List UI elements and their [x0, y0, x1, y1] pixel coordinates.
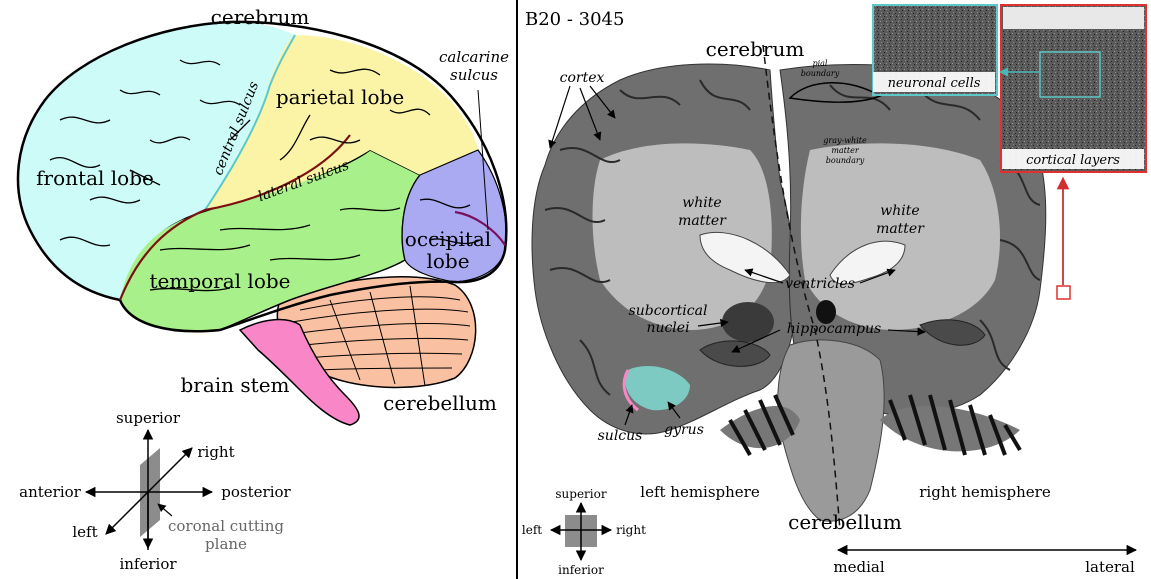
cortex-label: cortex: [560, 70, 605, 86]
left-brain-panel: cerebrum parietal lobe frontal lobe temp…: [18, 5, 509, 573]
left-white-matter-label-2: matter: [678, 213, 727, 229]
right-label: right: [197, 443, 234, 461]
lateral-label: lateral: [1085, 558, 1135, 576]
right-hemisphere-label: right hemisphere: [919, 483, 1051, 501]
right-orientation-glyph: [551, 503, 611, 560]
cortical-surface-band: [1003, 7, 1144, 29]
right-cerebellum-label: cerebellum: [788, 510, 902, 534]
calcarine-sulcus-label-1: calcarine: [439, 48, 509, 66]
coronal-plane-label-2: plane: [205, 535, 247, 553]
superior-label: superior: [116, 409, 181, 427]
hippocampus-label: hippocampus: [787, 321, 881, 337]
right-cerebrum-label: cerebrum: [706, 37, 805, 61]
left-cerebrum-label: cerebrum: [211, 5, 310, 29]
posterior-label: posterior: [221, 483, 291, 501]
occipital-lobe-label-1: occipital: [405, 227, 491, 251]
right-section-panel: neuronal cells cortical layers B20 - 304…: [522, 5, 1146, 577]
left-label: left: [72, 523, 97, 541]
sample-location-box: [1057, 286, 1070, 299]
brain-stem-label: brain stem: [180, 373, 289, 397]
left-white-matter-label-1: white: [682, 195, 721, 211]
subcortical-nuclei-label-2: nuclei: [646, 320, 689, 336]
cortical-layers-inset: [1001, 5, 1146, 172]
right-right-label: right: [616, 523, 646, 537]
neuronal-cells-label: neuronal cells: [888, 76, 981, 91]
plane-pointer: [158, 504, 172, 516]
gw-boundary-label-3: boundary: [826, 156, 865, 165]
left-white-matter: [593, 143, 772, 330]
subcortical-nuclei-label-1: subcortical: [629, 303, 708, 319]
parietal-lobe-label: parietal lobe: [276, 85, 404, 109]
gyrus-label: gyrus: [664, 422, 704, 438]
right-superior-label: superior: [555, 487, 606, 501]
ventricles-label: ventricles: [785, 276, 855, 292]
gw-boundary-label-2: matter: [831, 146, 860, 155]
right-left-label: left: [522, 523, 542, 537]
right-inferior-label: inferior: [558, 563, 604, 577]
left-cerebellum-label: cerebellum: [383, 391, 497, 415]
pial-boundary-label-1: pial: [812, 59, 827, 68]
sulcus-label: sulcus: [598, 428, 643, 444]
medial-label: medial: [833, 558, 884, 576]
pial-boundary-label-2: boundary: [801, 69, 840, 78]
temporal-lobe-label: temporal lobe: [150, 269, 291, 293]
gw-boundary-label-1: gray-white: [823, 136, 867, 145]
right-white-matter-label-2: matter: [876, 221, 925, 237]
anterior-label: anterior: [19, 483, 82, 501]
cortical-layers-label: cortical layers: [1026, 153, 1120, 168]
calcarine-sulcus-label-2: sulcus: [450, 66, 498, 84]
right-white-matter-label-1: white: [880, 203, 919, 219]
frontal-lobe-label: frontal lobe: [36, 166, 154, 190]
specimen-id: B20 - 3045: [525, 9, 624, 30]
coronal-plane-label-1: coronal cutting: [168, 517, 284, 535]
inferior-label: inferior: [119, 555, 177, 573]
occipital-lobe-label-2: lobe: [426, 249, 469, 273]
left-hemisphere-label: left hemisphere: [640, 483, 760, 501]
